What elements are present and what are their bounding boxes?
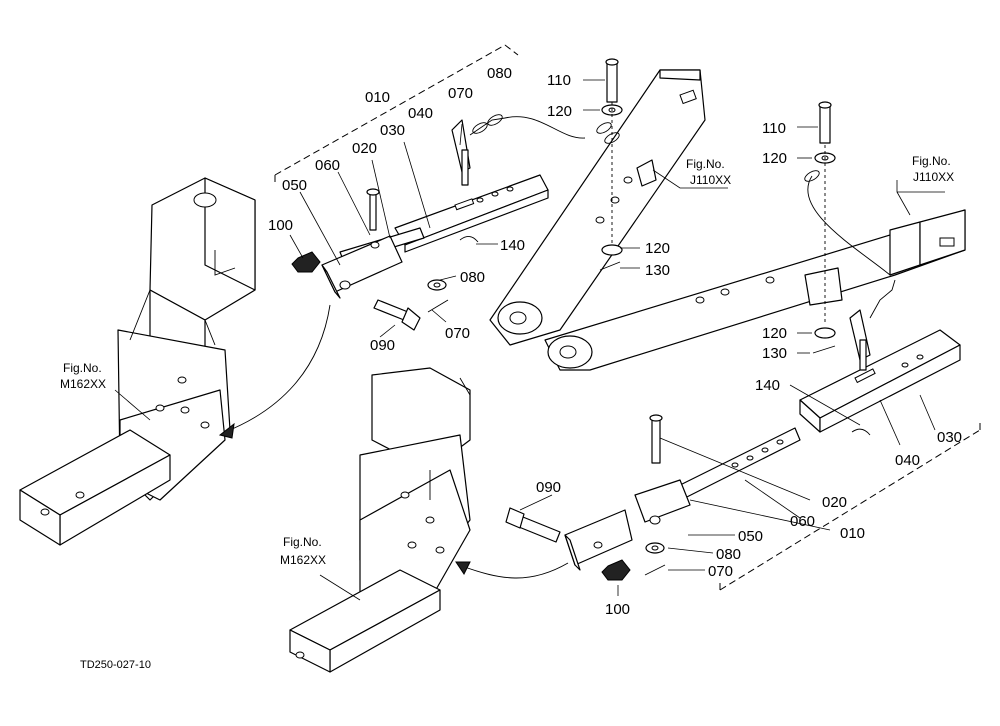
label-070-lower: 070 [708, 563, 733, 580]
label-060-lower: 060 [790, 513, 815, 530]
label-130-right: 130 [762, 345, 787, 362]
label-120-right-top: 120 [762, 150, 787, 167]
diagram-code: TD250-027-10 [80, 659, 151, 671]
label-100-upper: 100 [268, 217, 293, 234]
fig-ref-j110-right-title: Fig.No. [912, 154, 951, 168]
label-080-upper: 080 [487, 65, 512, 82]
label-050-lower: 050 [738, 528, 763, 545]
label-120-center-bottom: 120 [645, 240, 670, 257]
fig-ref-j110-right-code: J110XX [913, 170, 954, 184]
fig-ref-m162-lower-title: Fig.No. [283, 535, 322, 549]
label-010-upper: 010 [365, 89, 390, 106]
label-120-center-top: 120 [547, 103, 572, 120]
fig-ref-j110-center-title: Fig.No. [686, 157, 725, 171]
label-030-right: 030 [937, 429, 962, 446]
label-050-upper: 050 [282, 177, 307, 194]
check-chain-assembly-left [291, 114, 586, 331]
label-030-upper: 030 [380, 122, 405, 139]
label-010-lower: 010 [840, 525, 865, 542]
pin-stack-right [804, 101, 891, 354]
check-chain-assembly-right [505, 279, 961, 581]
label-140-upper: 140 [500, 237, 525, 254]
label-120-right-bottom: 120 [762, 325, 787, 342]
label-110-center: 110 [547, 72, 571, 89]
label-060-upper: 060 [315, 157, 340, 174]
fig-ref-m162-upper-title: Fig.No. [63, 361, 102, 375]
assembly-arrow-right [455, 561, 569, 579]
group-outline-upper [274, 44, 519, 185]
frame-bracket-upper-left [19, 177, 256, 546]
label-040-right: 040 [895, 452, 920, 469]
assembly-arrow-left [218, 304, 331, 439]
label-130-center: 130 [645, 262, 670, 279]
lower-link-right [544, 209, 966, 371]
label-020-lower: 020 [822, 494, 847, 511]
lower-link-center [489, 69, 706, 346]
pin-stack-center [596, 58, 623, 271]
leader-lines [114, 79, 945, 601]
label-100-lower: 100 [605, 601, 630, 618]
label-090-lower: 090 [536, 479, 561, 496]
label-020-upper: 020 [352, 140, 377, 157]
fig-ref-m162-lower-code: M162XX [280, 553, 326, 567]
label-040-upper: 040 [408, 105, 433, 122]
label-090-upper: 090 [370, 337, 395, 354]
label-080-lower: 080 [716, 546, 741, 563]
frame-bracket-lower [289, 367, 471, 673]
group-outline-lower [719, 420, 981, 591]
label-070-upper: 070 [448, 85, 473, 102]
label-110-right: 110 [762, 120, 786, 137]
fig-ref-j110-center-code: J110XX [690, 173, 731, 187]
label-080-mid: 080 [460, 269, 485, 286]
label-070-mid: 070 [445, 325, 470, 342]
label-140-right: 140 [755, 377, 780, 394]
fig-ref-m162-upper-code: M162XX [60, 377, 106, 391]
